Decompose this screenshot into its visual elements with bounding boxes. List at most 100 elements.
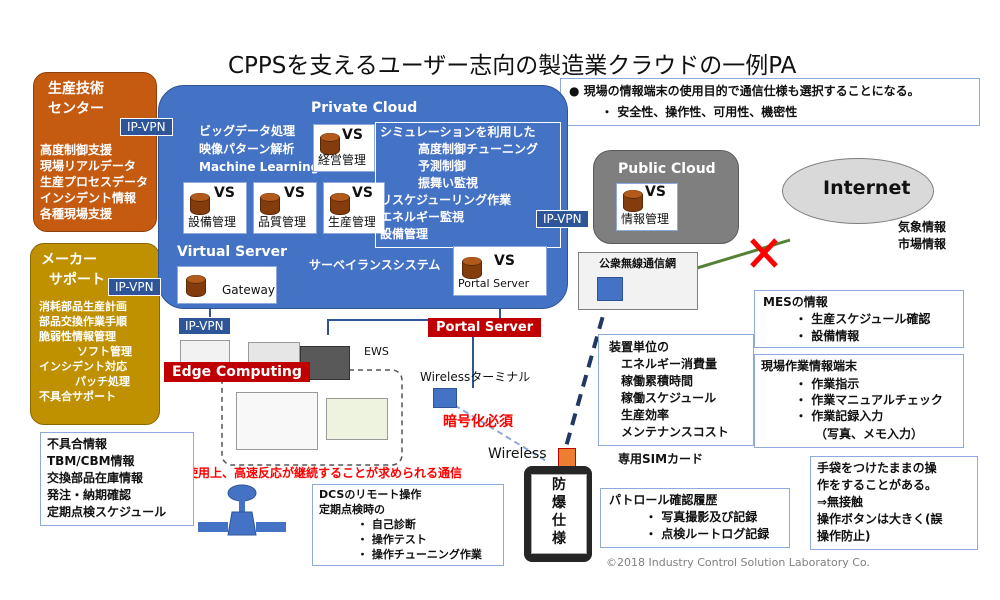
encryption-label: 暗号化必須 — [443, 414, 513, 430]
vs-label: VS — [214, 185, 235, 201]
vpn-label-tech: IP-VPN — [120, 118, 173, 136]
blocked-x-icon — [750, 238, 778, 268]
wireless-network-box: 公衆無線通信網 — [578, 252, 698, 310]
defect-item: TBM/CBM情報 — [47, 454, 135, 468]
simulation-box: シミュレーションを利用した 高度制御チューニング 予測制御 振舞い監視 リスケジ… — [375, 122, 561, 248]
database-icon — [462, 257, 482, 279]
dcs-item: ・ 自己診断 — [357, 518, 416, 531]
equipment-item: 稼働スケジュール — [621, 391, 717, 405]
portal-server-red-label: Portal Server — [428, 318, 542, 337]
vs-seisan-label: 生産管理 — [328, 215, 377, 229]
defect-item: 発注・納期確認 — [47, 488, 132, 502]
tech-center-item: 現場リアルデータ — [40, 159, 136, 173]
portal-server-box: VS Portal Server — [453, 246, 547, 296]
patrol-box: パトロール確認履歴 ・ 写真撮影及び記録 ・ 点検ルートログ記録 — [600, 488, 790, 548]
public-cloud-title: Public Cloud — [618, 161, 716, 177]
internet-cloud: Internet — [782, 158, 934, 224]
valve-icon — [198, 484, 286, 536]
portal-link-line — [327, 300, 501, 335]
wireless-terminal-label: Wirelessターミナル — [420, 370, 531, 384]
tech-center-item: 各種現場支援 — [40, 207, 113, 221]
maker-item: 不具合サポート — [39, 390, 116, 403]
defect-item: 不具合情報 — [47, 437, 108, 451]
defect-info-box: 不具合情報 TBM/CBM情報 交換部品在庫情報 発注・納期確認 定期点検スケジ… — [40, 432, 194, 526]
vs-info-box: VS 情報管理 — [616, 183, 678, 231]
vs-hinshitsu-label: 品質管理 — [258, 215, 307, 229]
gateway-label: Gateway — [222, 283, 276, 297]
dcs-box: DCSのリモート操作 定期点検時の ・ 自己診断 ・ 操作テスト ・ 操作チュー… — [312, 484, 504, 566]
vs-label: VS — [284, 185, 305, 201]
virtual-server-label: Virtual Server — [177, 244, 288, 260]
realtime-note: 使用上、高速反応が継続することが求められる通信 — [186, 466, 463, 480]
simulation-item: リスケジューリング作業 — [380, 193, 512, 207]
gloves-box: 手袋をつけたままの操 作をすることがある。 ⇒無接触 操作ボタンは大きく(誤 操… — [810, 456, 978, 550]
tech-center-title2: センター — [48, 101, 104, 117]
terminal-icon — [433, 388, 457, 408]
weather-info: 気象情報 — [898, 220, 947, 234]
ews-label: EWS — [364, 345, 389, 358]
vs-seisan-box: VS 生産管理 — [323, 182, 385, 234]
note-top-line2: ・ 安全性、操作性、可用性、機密性 — [601, 105, 798, 119]
tablet-char: 爆 — [552, 495, 566, 511]
mes-title: MESの情報 — [763, 295, 828, 309]
tech-center-item: 高度制御支援 — [40, 143, 113, 157]
patrol-item: ・ 点検ルートログ記録 — [645, 527, 770, 541]
database-icon — [186, 275, 206, 297]
equipment-item: メンテナンスコスト — [621, 425, 729, 439]
vs-keiei-box: VS 経営管理 — [313, 124, 375, 172]
explosion-proof-tablet: 防 爆 仕 様 — [524, 466, 592, 562]
edge-computing-label: Edge Computing — [164, 362, 310, 382]
database-icon — [190, 193, 210, 215]
maker-title1: メーカー — [41, 252, 97, 268]
field-terminal-sub: （写真、メモ入力） — [815, 427, 924, 441]
field-terminal-item: ・ 作業指示 — [795, 377, 860, 391]
analytics-item: Machine Learning — [199, 160, 320, 174]
dcs-item: ・ 操作チューニング作業 — [357, 548, 482, 561]
vs-label: VS — [645, 184, 666, 200]
dcs-title2: 定期点検時の — [319, 503, 385, 516]
equipment-title: 装置単位の — [609, 340, 670, 354]
analytics-item: ビッグデータ処理 — [199, 124, 296, 138]
gateway-box: Gateway — [177, 266, 277, 304]
tablet-char: 様 — [552, 531, 566, 547]
equipment-item: エネルギー消費量 — [621, 357, 718, 371]
vs-label: VS — [494, 253, 515, 269]
surveillance-label: サーベイランスシステム — [309, 258, 441, 272]
note-top-line1: ● 現場の情報端末の使用目的で通信仕様も選択することになる。 — [569, 84, 920, 98]
database-icon — [320, 133, 340, 155]
maker-item: インシデント対応 — [39, 360, 127, 373]
defect-item: 定期点検スケジュール — [47, 505, 167, 519]
internet-label: Internet — [823, 177, 911, 199]
analytics-item: 映像パターン解析 — [199, 142, 295, 156]
equipment-item: 生産効率 — [621, 408, 670, 422]
mes-box: MESの情報 ・ 生産スケジュール確認 ・ 設備情報 — [754, 290, 964, 348]
simulation-item: 予測制御 — [418, 159, 467, 173]
public-cloud-box: Public Cloud VS 情報管理 — [593, 150, 739, 244]
field-terminal-title: 現場作業情報端末 — [761, 359, 858, 373]
simulation-item: 高度制御チューニング — [418, 142, 539, 156]
vs-setsubi-label: 設備管理 — [188, 215, 237, 229]
gloves-line: 作をすることがある。 — [817, 478, 938, 492]
dcs-title1: DCSのリモート操作 — [319, 488, 422, 501]
device-panel-icon — [236, 392, 318, 450]
equipment-item: 稼働累積時間 — [621, 374, 694, 388]
gloves-line: 手袋をつけたままの操 — [817, 461, 937, 475]
patrol-item: ・ 写真撮影及び記録 — [645, 510, 758, 524]
private-cloud-title: Private Cloud — [311, 100, 418, 116]
note-top-box: ● 現場の情報端末の使用目的で通信仕様も選択することになる。 ・ 安全性、操作性… — [560, 78, 980, 126]
vs-setsubi-box: VS 設備管理 — [183, 182, 247, 234]
page-title: CPPSを支えるユーザー志向の製造業クラウドの一例PA — [228, 53, 797, 79]
wireless-label: Wireless — [488, 446, 547, 462]
maker-title2: サポート — [49, 272, 105, 288]
vpn-label-public: IP-VPN — [536, 210, 589, 228]
market-info: 市場情報 — [898, 237, 947, 251]
vs-hinshitsu-box: VS 品質管理 — [253, 182, 317, 234]
server-rack-icon — [180, 340, 230, 364]
vs-label: VS — [342, 127, 363, 143]
simulation-item: 設備管理 — [380, 227, 429, 241]
copyright-text: ©2018 Industry Control Solution Laborato… — [606, 556, 870, 569]
tech-center-item: 生産プロセスデータ — [40, 175, 149, 189]
vs-keiei-label: 経営管理 — [318, 153, 367, 167]
sim-card-label: 専用SIMカード — [618, 452, 704, 466]
